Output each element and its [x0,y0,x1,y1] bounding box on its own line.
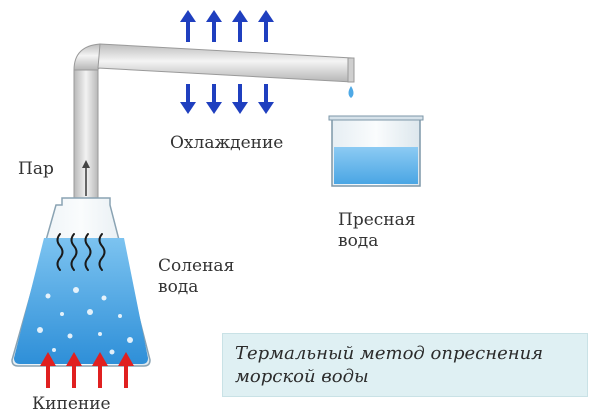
boiling-label: Кипение [32,394,111,414]
arrow-down-icon [258,84,274,114]
cooling-arrows-up [180,10,274,42]
salt-water [14,238,148,364]
arrow-up-icon [232,10,248,42]
caption-line1: Термальный метод опреснения [235,343,544,364]
arrow-up-icon [82,160,90,196]
arrow-up-icon [118,352,134,388]
arrow-down-icon [206,84,222,114]
arrow-up-icon [206,10,222,42]
caption-text: Термальный метод опреснения морской воды [235,342,575,388]
beaker [328,115,424,187]
salt-water-label-line2: вода [158,277,199,297]
heating-arrows [40,352,134,388]
water-droplet [348,86,354,98]
fresh-water-label-line1: Пресная [338,210,416,230]
caption-box: Термальный метод опреснения морской воды [222,333,588,397]
fresh-water-label-line2: вода [338,231,379,251]
arrow-up-icon [66,352,82,388]
arrow-down-icon [180,84,196,114]
condenser-pipe [73,43,355,201]
wavy-vapor-icon [98,233,106,271]
wavy-vapor-icon [56,233,64,271]
arrow-up-icon [180,10,196,42]
vapor-lines [56,233,106,271]
cooling-arrows-down [180,84,274,114]
steam-label: Пар [18,159,54,179]
salt-water-label: Соленая вода [158,256,278,298]
caption-line2: морской воды [235,366,369,387]
wavy-vapor-icon [70,233,78,271]
bubbles [37,287,133,355]
arrow-down-icon [232,84,248,114]
fresh-water [334,147,418,184]
fresh-water-label: Пресная вода [338,210,458,252]
salt-water-label-line1: Соленая [158,256,235,276]
arrow-up-icon [258,10,274,42]
wavy-vapor-icon [84,233,92,271]
arrow-up-icon [92,352,108,388]
flask [11,197,151,367]
steam-arrow [82,160,90,196]
arrow-up-icon [40,352,56,388]
cooling-label: Охлаждение [170,133,284,153]
